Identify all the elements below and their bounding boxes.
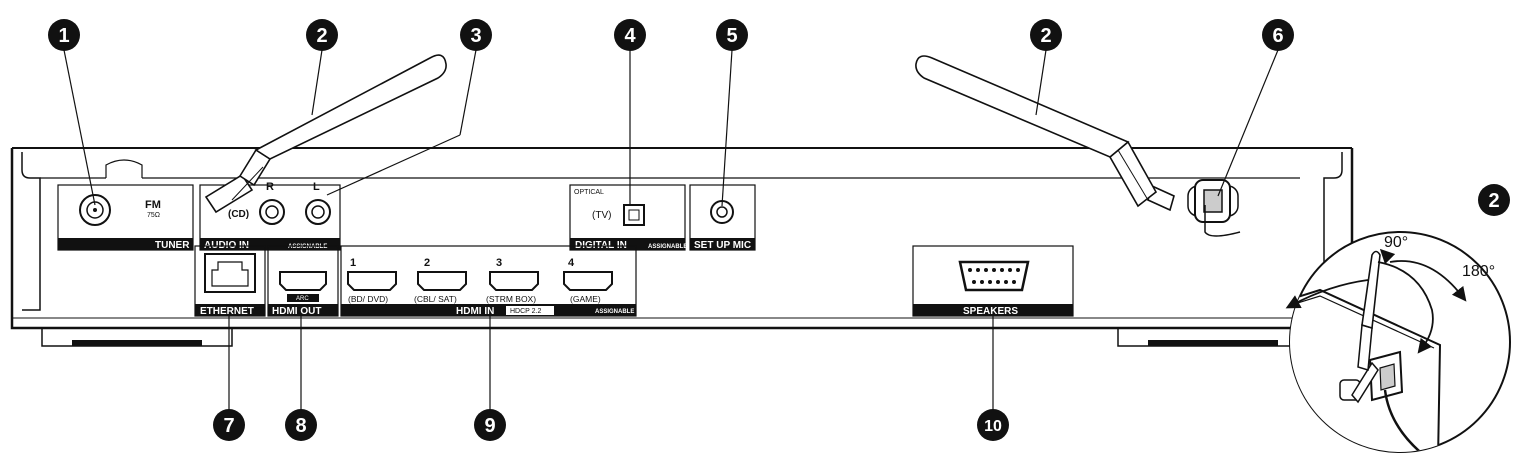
- digital-in-tag: ASSIGNABLE: [648, 244, 687, 250]
- svg-text:2: 2: [316, 25, 327, 47]
- callout-2b: 2: [1030, 19, 1062, 51]
- tuner-section: FM 75Ω TUNER: [57, 184, 194, 251]
- hdmi-out-label: HDMI OUT: [272, 306, 321, 317]
- digital-in-source: (TV): [592, 210, 611, 221]
- hdmi-in-port-4: 4 (GAME): [563, 257, 613, 304]
- hdmi-in-port-source: (STRM BOX): [486, 294, 536, 304]
- power-inlet: [1187, 179, 1241, 237]
- svg-text:10: 10: [984, 418, 1002, 435]
- callout-6: 6: [1262, 19, 1294, 51]
- audio-in-r: R: [266, 181, 274, 193]
- svg-text:9: 9: [484, 415, 495, 437]
- callout-9: 9: [474, 409, 506, 441]
- callout-10: 10: [977, 409, 1009, 441]
- callout-5: 5: [716, 19, 748, 51]
- setup-mic-section: SET UP MIC: [689, 184, 756, 251]
- hdmi-in-port-num: 4: [568, 257, 575, 269]
- callout-8: 8: [285, 409, 317, 441]
- chassis: [10, 147, 1354, 347]
- setup-mic-label: SET UP MIC: [694, 240, 751, 251]
- digital-in-section: OPTICAL (TV) DIGITAL IN ASSIGNABLE: [569, 184, 687, 251]
- inset-angle-b: 180°: [1462, 263, 1495, 280]
- svg-text:2: 2: [1040, 25, 1051, 47]
- digital-in-type: OPTICAL: [574, 189, 604, 196]
- leader-lines: [63, 49, 1279, 410]
- hdmi-out-arc: ARC: [296, 296, 309, 302]
- callout-3: 3: [460, 19, 492, 51]
- inset-callout-2: 2: [1478, 184, 1510, 216]
- speakers-section: SPEAKERS: [912, 245, 1074, 317]
- svg-text:7: 7: [223, 415, 234, 437]
- antenna-right: [915, 55, 1175, 212]
- svg-text:8: 8: [295, 415, 306, 437]
- hdmi-in-port-source: (GAME): [570, 294, 601, 304]
- hdmi-in-tag: ASSIGNABLE: [595, 309, 634, 315]
- tuner-band: FM: [145, 199, 161, 211]
- callout-7: 7: [213, 409, 245, 441]
- antenna-left: [204, 54, 447, 214]
- hdmi-in-hdcp: HDCP 2.2: [510, 308, 541, 315]
- tuner-label: TUNER: [155, 240, 190, 251]
- hdmi-in-port-2: 2 (CBL/ SAT): [414, 257, 467, 304]
- hdmi-in-port-1: 1 (BD/ DVD): [347, 257, 397, 304]
- svg-text:2: 2: [1488, 190, 1499, 212]
- callout-2: 2: [306, 19, 338, 51]
- ethernet-section: ETHERNET: [194, 245, 266, 317]
- svg-text:3: 3: [470, 25, 481, 47]
- callout-1: 1: [48, 19, 80, 51]
- speakers-label: SPEAKERS: [963, 306, 1018, 317]
- hdmi-in-port-num: 1: [350, 257, 356, 269]
- hdmi-in-port-source: (CBL/ SAT): [414, 294, 457, 304]
- ethernet-label: ETHERNET: [200, 306, 254, 317]
- audio-in-source: (CD): [228, 209, 249, 220]
- antenna-detail-inset: 90° 180° 2: [1285, 184, 1511, 453]
- svg-text:5: 5: [726, 25, 737, 47]
- tuner-impedance: 75Ω: [147, 212, 160, 219]
- svg-text:4: 4: [624, 25, 636, 47]
- audio-in-l: L: [313, 181, 320, 193]
- svg-text:1: 1: [58, 25, 69, 47]
- hdmi-out-section: ARC HDMI OUT: [267, 245, 339, 317]
- svg-text:6: 6: [1272, 25, 1283, 47]
- inset-angle-a: 90°: [1384, 234, 1408, 251]
- hdmi-in-label: HDMI IN: [456, 306, 494, 317]
- hdmi-in-section: 1 (BD/ DVD) 2 (CBL/ SAT) 3 (STRM BOX) 4 …: [340, 245, 637, 317]
- hdmi-in-port-num: 2: [424, 257, 430, 269]
- hdmi-in-port-3: 3 (STRM BOX): [486, 257, 539, 304]
- hdmi-in-port-source: (BD/ DVD): [348, 294, 388, 304]
- callout-4: 4: [614, 19, 646, 51]
- audio-in-tag: ASSIGNABLE: [288, 244, 327, 250]
- hdmi-in-port-num: 3: [496, 257, 502, 269]
